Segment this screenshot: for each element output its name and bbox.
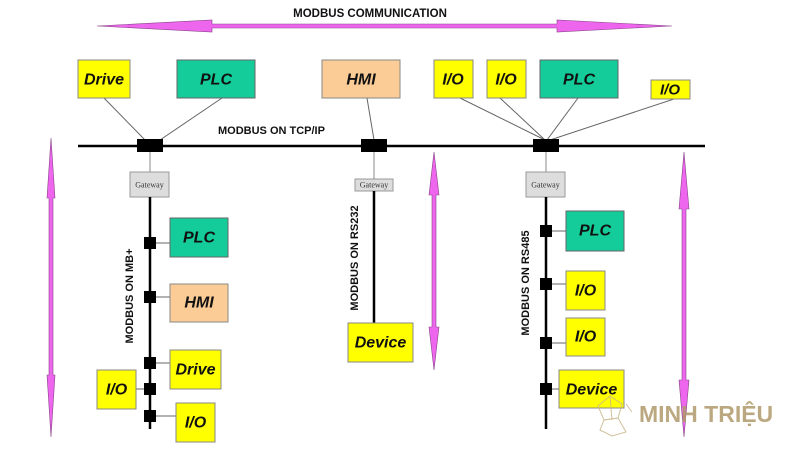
top-device-io-1[interactable]: I/O <box>433 59 474 99</box>
rs485-device-device[interactable]: Device <box>558 369 625 409</box>
rs232-bus-label: MODBUS ON RS232 <box>349 205 361 310</box>
rs485-connector-lines <box>546 230 566 390</box>
tcpip-bus-label: MODBUS ON TCP/IP <box>218 125 325 137</box>
top-device-io-2[interactable]: I/O <box>486 59 527 99</box>
mbplus-bus-label: MODBUS ON MB+ <box>124 248 136 343</box>
rs485-bus-label: MODBUS ON RS485 <box>520 230 532 335</box>
svg-text:Gateway: Gateway <box>360 181 388 190</box>
svg-text:PLC: PLC <box>563 72 595 89</box>
svg-text:Device: Device <box>566 382 618 399</box>
watermark-text: MINH TRIỆU <box>639 400 773 427</box>
mbplus-device-io-2[interactable]: I/O <box>175 402 216 443</box>
rs485-device-plc[interactable]: PLC <box>565 210 625 252</box>
horizontal-double-arrow <box>96 19 673 33</box>
svg-text:Gateway: Gateway <box>531 181 559 190</box>
top-device-plc[interactable]: PLC <box>176 59 256 99</box>
vertical-double-arrow-center <box>428 151 440 371</box>
top-connector-lines <box>103 97 678 141</box>
svg-text:I/O: I/O <box>575 329 597 346</box>
top-device-hmi[interactable]: HMI <box>321 59 401 99</box>
watermark: MINH TRIỆU <box>597 395 773 437</box>
rs232-device[interactable]: Device <box>347 322 414 363</box>
top-device-io-3[interactable]: I/O <box>650 79 691 100</box>
crystal-logo-icon <box>597 395 633 437</box>
svg-text:HMI: HMI <box>346 72 376 89</box>
mbplus-device-drive[interactable]: Drive <box>169 349 222 390</box>
svg-text:I/O: I/O <box>185 415 207 432</box>
svg-text:Device: Device <box>355 335 407 352</box>
mbplus-taps <box>144 237 156 422</box>
vertical-double-arrow-right <box>678 151 690 438</box>
svg-text:I/O: I/O <box>575 283 597 300</box>
bus-tap-right <box>533 139 559 152</box>
rs485-device-io-2[interactable]: I/O <box>565 317 606 357</box>
mbplus-device-hmi[interactable]: HMI <box>169 283 229 323</box>
svg-text:I/O: I/O <box>442 72 464 89</box>
svg-text:PLC: PLC <box>200 72 232 89</box>
gateway-center: Gateway <box>354 178 394 192</box>
rs485-taps <box>540 225 552 395</box>
bus-tap-center <box>361 139 387 152</box>
top-device-drive[interactable]: Drive <box>77 59 131 99</box>
svg-text:PLC: PLC <box>579 223 611 240</box>
svg-text:PLC: PLC <box>183 230 215 247</box>
svg-text:HMI: HMI <box>184 295 214 312</box>
svg-text:I/O: I/O <box>660 82 680 99</box>
mbplus-device-plc[interactable]: PLC <box>169 217 229 258</box>
svg-text:Drive: Drive <box>84 72 124 89</box>
bus-tap-left <box>137 139 163 152</box>
diagram-title: MODBUS COMMUNICATION <box>293 8 447 20</box>
svg-text:Gateway: Gateway <box>135 181 163 190</box>
gateway-right: Gateway <box>525 171 566 198</box>
vertical-double-arrow-left <box>46 137 56 438</box>
rs485-device-io-1[interactable]: I/O <box>565 270 606 311</box>
top-device-plc-2[interactable]: PLC <box>539 59 619 99</box>
gateway-left: Gateway <box>129 171 170 198</box>
mbplus-device-io-1[interactable]: I/O <box>96 369 137 410</box>
svg-text:I/O: I/O <box>106 382 128 399</box>
svg-text:Drive: Drive <box>175 362 215 379</box>
svg-text:I/O: I/O <box>495 72 517 89</box>
